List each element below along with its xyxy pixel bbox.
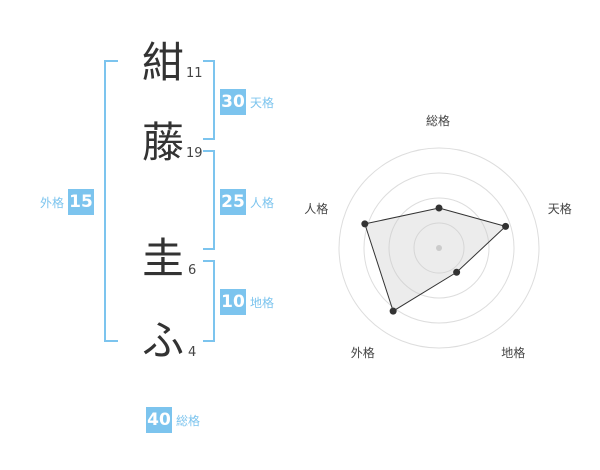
stroke-count-4: 4 [188, 345, 197, 360]
radar-axis-label-0: 総格 [426, 114, 451, 128]
radar-ring [388, 197, 490, 299]
chikaku-score: 10 地格 [220, 289, 274, 315]
jinkaku-bracket [203, 150, 215, 250]
chikaku-bracket [203, 260, 215, 342]
radar-ring [338, 147, 540, 349]
radar-axis-label-4: 人格 [304, 202, 329, 217]
jinkaku-value: 25 [220, 189, 246, 215]
jinkaku-score: 25 人格 [220, 189, 274, 215]
soukaku-score: 40 総格 [146, 407, 200, 433]
gaikaku-label: 外格 [40, 195, 65, 210]
radar-ring [363, 172, 515, 324]
stroke-count-1: 11 [186, 66, 203, 81]
jinkaku-label: 人格 [250, 195, 275, 210]
radar-rings [338, 147, 540, 349]
name-char-4: ふ [142, 316, 185, 365]
stroke-count-3: 6 [188, 263, 197, 278]
chikaku-value: 10 [220, 289, 246, 315]
tenkaku-label: 天格 [250, 95, 275, 110]
tenkaku-score: 30 天格 [220, 89, 274, 115]
gaikaku-score: 外格 15 [40, 189, 95, 215]
gaikaku-bracket [104, 60, 118, 342]
tenkaku-bracket [203, 60, 215, 140]
radar-polygon [364, 207, 507, 312]
name-char-2: 藤 [142, 118, 185, 167]
radar-points [361, 204, 510, 315]
name-char-3: 圭 [142, 234, 185, 283]
name-char-1: 紺 [142, 38, 185, 87]
radar-shape [364, 207, 507, 312]
chikaku-label: 地格 [250, 295, 275, 310]
radar-ring [413, 222, 465, 274]
soukaku-label: 総格 [176, 413, 201, 428]
radar-point-2 [453, 268, 461, 276]
tenkaku-value: 30 [220, 89, 246, 115]
radar-center [436, 245, 442, 251]
radar-axis-label-1: 天格 [547, 202, 572, 217]
radar-point-4 [361, 220, 369, 228]
stroke-count-2: 19 [186, 146, 203, 161]
radar-point-3 [389, 307, 397, 315]
radar-axis-label-2: 地格 [501, 345, 526, 360]
radar-point-1 [502, 222, 510, 230]
radar-point-0 [435, 204, 443, 212]
radar-axis-label-3: 外格 [350, 345, 375, 360]
soukaku-value: 40 [146, 407, 172, 433]
gaikaku-value: 15 [68, 189, 95, 215]
